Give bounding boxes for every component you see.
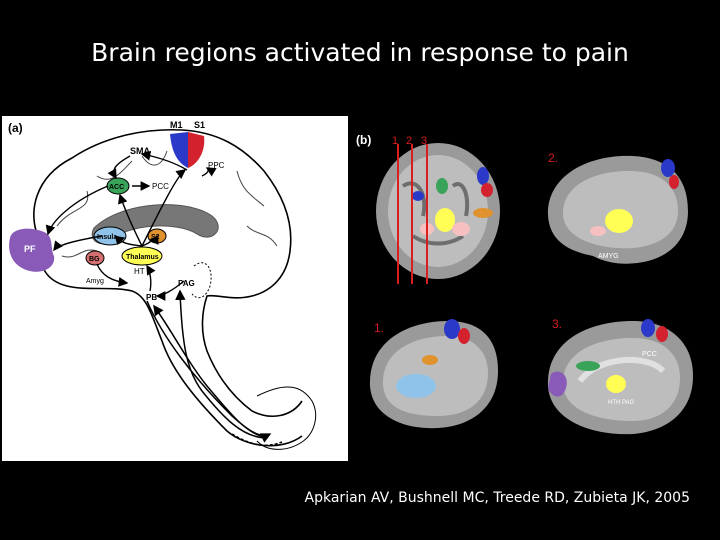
s1-label: S1 <box>194 120 205 130</box>
insula-label: Insula <box>97 234 117 241</box>
view-3-label: 3. <box>552 317 562 331</box>
pcc-label: PCC <box>152 182 169 191</box>
m1-label: M1 <box>170 120 183 130</box>
hth-pag-mri-label: HTH PAG <box>608 400 635 406</box>
figure: (a) M1 S1 SMA PPC ACC PCC Insula S2 <box>2 116 718 461</box>
pcc-mri-label: PCC <box>642 351 657 358</box>
pf-label: PF <box>24 244 36 254</box>
brain-outline <box>34 130 302 416</box>
amyg-label: Amyg <box>86 278 104 285</box>
amyg-mri-label: AMYG <box>598 253 619 260</box>
sagittal-slice-2 <box>548 156 688 264</box>
mri-slices: (b) 1 2 3 <box>348 116 718 461</box>
panel-b: (b) 1 2 3 <box>348 116 718 461</box>
sagittal-slice-3 <box>548 319 693 434</box>
panel-a: (a) M1 S1 SMA PPC ACC PCC Insula S2 <box>2 116 342 461</box>
panel-b-label: (b) <box>356 133 371 147</box>
sagittal-slice-1 <box>370 319 498 428</box>
spinal-cord-outline <box>257 387 316 449</box>
view-1-label: 1. <box>374 321 384 335</box>
bg-label: BG <box>89 256 100 263</box>
thalamus-label: Thalamus <box>126 254 159 261</box>
s1-region <box>188 132 204 168</box>
s2-label: S2 <box>151 234 160 241</box>
ppc-label: PPC <box>208 161 225 170</box>
coronal-slice <box>376 143 500 279</box>
pb-label: PB <box>146 293 157 302</box>
panel-a-label: (a) <box>8 121 23 135</box>
pag-dashed-region <box>192 263 211 298</box>
acc-label: ACC <box>109 184 124 191</box>
pain-pathway-diagram: (a) M1 S1 SMA PPC ACC PCC Insula S2 <box>2 116 342 461</box>
ht-label: HT <box>134 267 145 276</box>
slice-number-1: 1 <box>392 135 398 147</box>
page-title: Brain regions activated in response to p… <box>0 38 720 67</box>
slice-number-2: 2 <box>406 135 412 147</box>
citation: Apkarian AV, Bushnell MC, Treede RD, Zub… <box>305 490 690 506</box>
slice-number-3: 3 <box>421 135 427 147</box>
cortical-folds <box>57 151 277 257</box>
view-2-label: 2. <box>548 151 558 165</box>
